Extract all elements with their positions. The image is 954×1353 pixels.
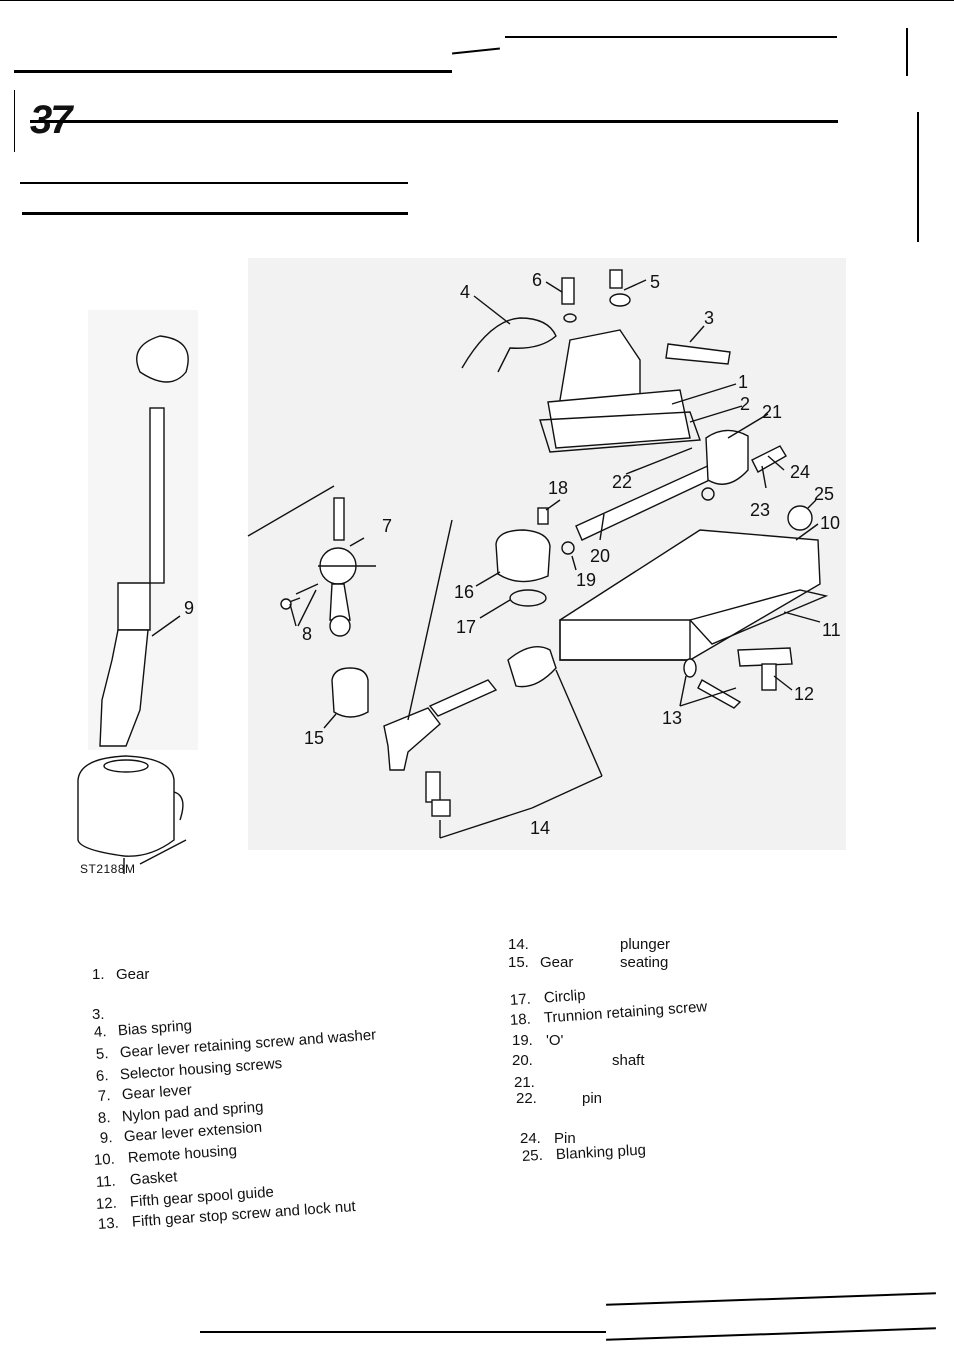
callout-16: 16 <box>454 582 475 602</box>
callout-21: 21 <box>762 402 783 422</box>
right-margin-mark-2 <box>917 112 919 242</box>
callout-25: 25 <box>814 484 835 504</box>
subhead-rule-2 <box>22 212 408 215</box>
header-rule-left <box>14 70 452 73</box>
callout-6: 6 <box>532 270 543 290</box>
callout-12: 12 <box>794 684 815 704</box>
legend-item: 24.Pin <box>520 1130 576 1147</box>
legend-item: 19.'O' <box>512 1032 564 1049</box>
callout-23: 23 <box>750 500 771 520</box>
legend-item: 1.Gear <box>92 966 150 983</box>
callout-14: 14 <box>530 818 551 838</box>
callout-19: 19 <box>576 570 597 590</box>
callout-15: 15 <box>304 728 325 748</box>
figure-code: ST2188M <box>80 862 136 876</box>
callout-5: 5 <box>650 272 661 292</box>
callout-13: 13 <box>662 708 683 728</box>
legend-item: 20.shaft <box>512 1052 645 1069</box>
section-side-rule <box>14 90 15 152</box>
header-rule-right <box>505 36 837 38</box>
subhead-rule-1 <box>20 182 408 184</box>
legend-item: 3. <box>92 1006 105 1023</box>
top-border <box>0 0 954 1</box>
legend-item: 21. <box>514 1074 535 1091</box>
section-rule <box>30 120 838 123</box>
callout-7: 7 <box>382 516 393 536</box>
callout-4: 4 <box>460 282 471 302</box>
callout-11: 11 <box>822 620 841 640</box>
callout-10: 10 <box>820 513 841 533</box>
callout-2: 2 <box>740 394 751 414</box>
legend-item: 14.plunger <box>508 936 671 953</box>
callout-24: 24 <box>790 462 811 482</box>
callout-17: 17 <box>456 617 477 637</box>
legend-item: 22.pin <box>516 1090 603 1107</box>
right-margin-mark <box>906 28 908 76</box>
footer-rule <box>200 1331 606 1333</box>
callout-9: 9 <box>184 598 195 618</box>
callout-18: 18 <box>548 478 569 498</box>
callout-3: 3 <box>704 308 715 328</box>
callout-1: 1 <box>738 372 749 392</box>
callout-8: 8 <box>302 624 313 644</box>
callout-22: 22 <box>612 472 633 492</box>
callout-20: 20 <box>590 546 611 566</box>
